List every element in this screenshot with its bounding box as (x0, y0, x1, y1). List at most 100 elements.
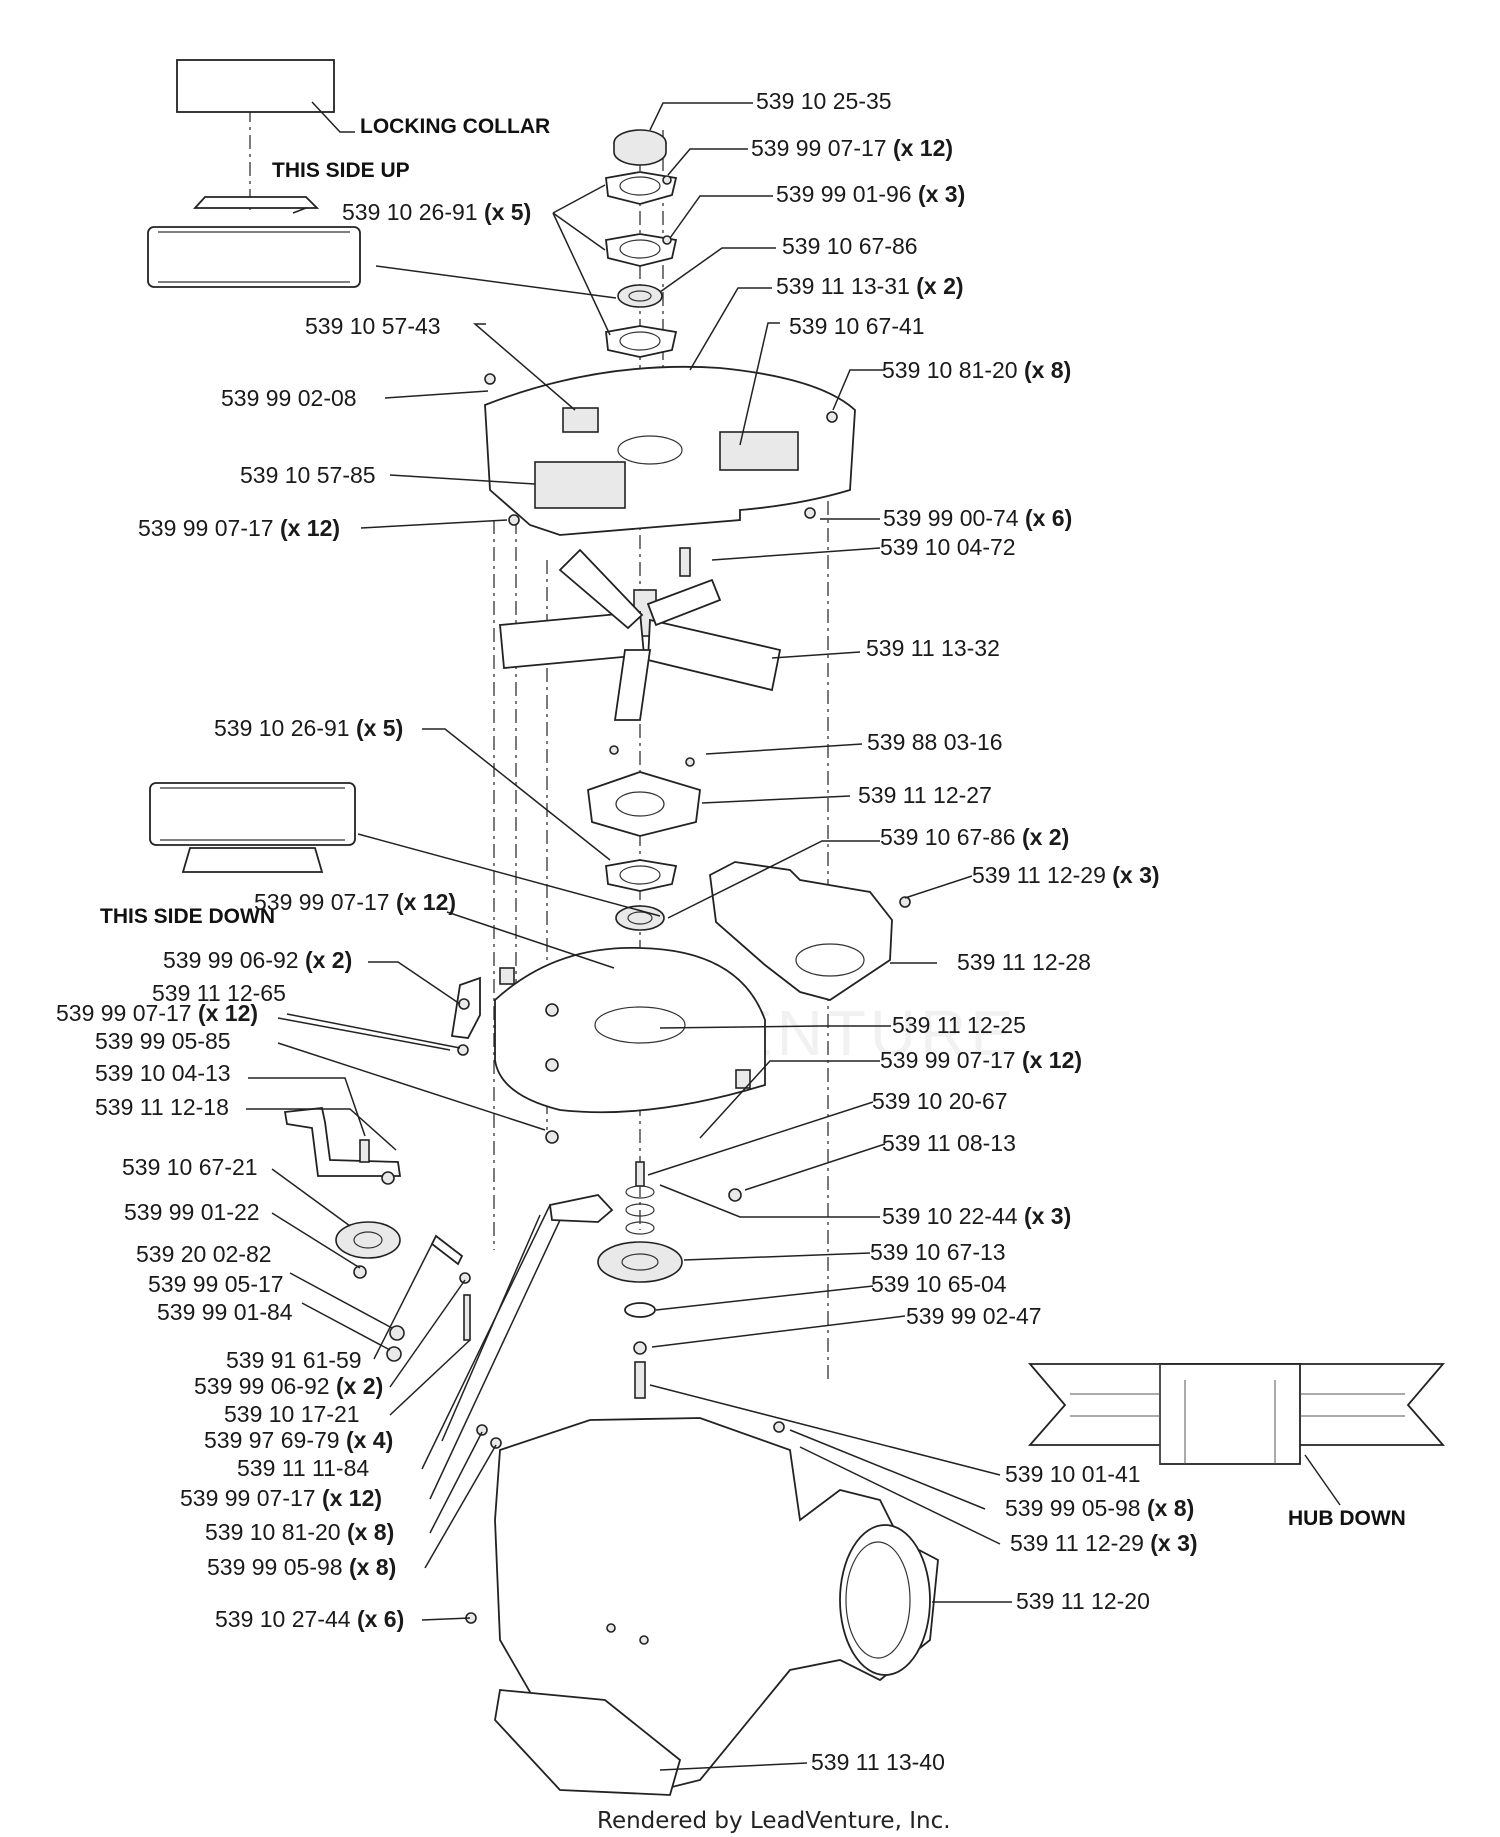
tension-arm (548, 1194, 614, 1223)
bearing-body-down (149, 782, 356, 846)
cover-plate (484, 365, 856, 536)
pan-body (494, 946, 766, 1114)
callout-c03: 539 99 01-96 (x 3) (776, 181, 965, 207)
idler-arm (283, 1107, 402, 1177)
idler-pulley (335, 1221, 401, 1259)
callout-c13: 539 99 07-17 (x 12) (138, 515, 340, 541)
this-side-up-note: THIS SIDE UP (272, 159, 410, 182)
callout-c55: 539 11 13-40 (811, 1749, 945, 1775)
callout-c29: 539 10 04-13 (95, 1060, 231, 1086)
callout-c32: 539 11 08-13 (882, 1130, 1016, 1156)
bearing-plate (587, 771, 701, 837)
flange-3 (605, 325, 678, 358)
callout-c15: 539 11 13-32 (866, 635, 1000, 661)
decal-left (534, 461, 626, 509)
callout-c05: 539 10 67-86 (782, 233, 918, 259)
blade-upper (558, 548, 644, 630)
callout-c17: 539 88 03-16 (867, 729, 1003, 755)
callout-c04: 539 10 26-91 (x 5) (342, 199, 531, 225)
hub-bore (1159, 1363, 1301, 1465)
callout-c50: 539 10 81-20 (x 8) (205, 1519, 394, 1545)
callout-c43: 539 99 06-92 (x 2) (194, 1373, 383, 1399)
drive-pulley-stack (597, 1161, 742, 1399)
drive-pulley (597, 1241, 683, 1283)
callout-c07: 539 10 67-41 (789, 313, 925, 339)
locking-collar-detail (147, 59, 361, 288)
pan (494, 946, 766, 1114)
decal-right (719, 431, 799, 471)
callout-c53: 539 11 12-20 (1016, 1588, 1150, 1614)
callout-c26: 539 11 12-25 (892, 1012, 1026, 1038)
collar-top (192, 196, 320, 209)
callout-c24: 539 11 12-65 (152, 980, 286, 1006)
callout-c25: 539 99 07-17 (x 12) (56, 1000, 258, 1026)
callout-c19: 539 10 67-86 (x 2) (880, 824, 1069, 850)
callout-c46: 539 11 11-84 (237, 1455, 369, 1481)
callout-c11: 539 10 57-85 (240, 462, 376, 488)
idler-assembly (283, 976, 614, 1362)
callout-labels: 539 10 25-35 539 99 07-17 (x 12) 539 99 … (56, 88, 1198, 1775)
callout-c44: 539 10 17-21 (224, 1401, 360, 1427)
decal-small (562, 407, 599, 433)
callout-c02: 539 99 07-17 (x 12) (751, 135, 953, 161)
callout-c38: 539 10 65-04 (871, 1271, 1007, 1297)
callout-c51: 539 11 12-29 (x 3) (1010, 1530, 1198, 1556)
blade-right (647, 618, 782, 692)
callout-c18: 539 11 12-27 (858, 782, 992, 808)
callout-c28: 539 99 07-17 (x 12) (880, 1047, 1082, 1073)
flange-1 (605, 171, 678, 205)
callout-c09: 539 10 81-20 (x 8) (882, 357, 1071, 383)
callout-c31: 539 11 12-18 (95, 1094, 229, 1120)
key (679, 547, 691, 577)
callout-c14: 539 10 04-72 (880, 534, 1016, 560)
washer (624, 1302, 656, 1318)
discharge-housing (465, 1417, 939, 1796)
callout-c41: 539 99 01-84 (157, 1299, 293, 1325)
callout-c10: 539 99 02-08 (221, 385, 357, 411)
key-2 (635, 1161, 645, 1187)
callout-c40: 539 99 02-47 (906, 1303, 1042, 1329)
callout-c39: 539 99 05-17 (148, 1271, 284, 1297)
top-cover (484, 365, 856, 536)
blade-upper-right (646, 578, 722, 627)
bearing-lower (615, 905, 665, 931)
discharge-opening (839, 1524, 931, 1676)
callout-c35: 539 99 01-22 (124, 1199, 260, 1225)
bearing-body-up (147, 226, 361, 288)
footer-credit: Rendered by LeadVenture, Inc. (597, 1808, 951, 1834)
callout-c45: 539 97 69-79 (x 4) (204, 1427, 393, 1453)
callout-c01: 539 10 25-35 (756, 88, 892, 114)
callout-c49: 539 99 05-98 (x 8) (1005, 1495, 1194, 1521)
bearing-top (617, 284, 663, 308)
spring (430, 1234, 464, 1266)
callout-c22: 539 11 12-28 (957, 949, 1091, 975)
callout-c37: 539 20 02-82 (136, 1241, 272, 1267)
top-bearing-stack (605, 129, 678, 358)
callout-c34: 539 10 22-44 (x 3) (882, 1203, 1071, 1229)
collar-bottom (181, 847, 324, 873)
leader-lines (246, 102, 1012, 1771)
callout-c06: 539 11 13-31 (x 2) (776, 273, 964, 299)
skid-plate (494, 1689, 682, 1796)
flange-4 (605, 859, 678, 892)
callout-c33: 539 10 67-21 (122, 1154, 258, 1180)
callout-c47: 539 10 01-41 (1005, 1461, 1141, 1487)
callout-c21: 539 99 07-17 (x 12) (254, 889, 456, 915)
callout-c20: 539 11 12-29 (x 3) (972, 862, 1160, 888)
assembly-axes (249, 108, 829, 1380)
callout-c27: 539 99 05-85 (95, 1028, 231, 1054)
callout-c30: 539 10 20-67 (872, 1088, 1008, 1114)
bearing-down-detail (149, 782, 356, 873)
callout-c42: 539 91 61-59 (226, 1347, 362, 1373)
pulley-section-detail (1028, 1363, 1445, 1506)
this-side-down-note: THIS SIDE DOWN (100, 905, 275, 928)
blade-lower (613, 649, 652, 721)
belt-guard (709, 861, 911, 1001)
callout-c16: 539 10 26-91 (x 5) (214, 715, 403, 741)
callout-c54: 539 10 27-44 (x 6) (215, 1606, 404, 1632)
callout-c23: 539 99 06-92 (x 2) (163, 947, 352, 973)
bolt (634, 1361, 646, 1399)
locking-collar-block (176, 59, 335, 113)
flange-2 (605, 233, 678, 267)
